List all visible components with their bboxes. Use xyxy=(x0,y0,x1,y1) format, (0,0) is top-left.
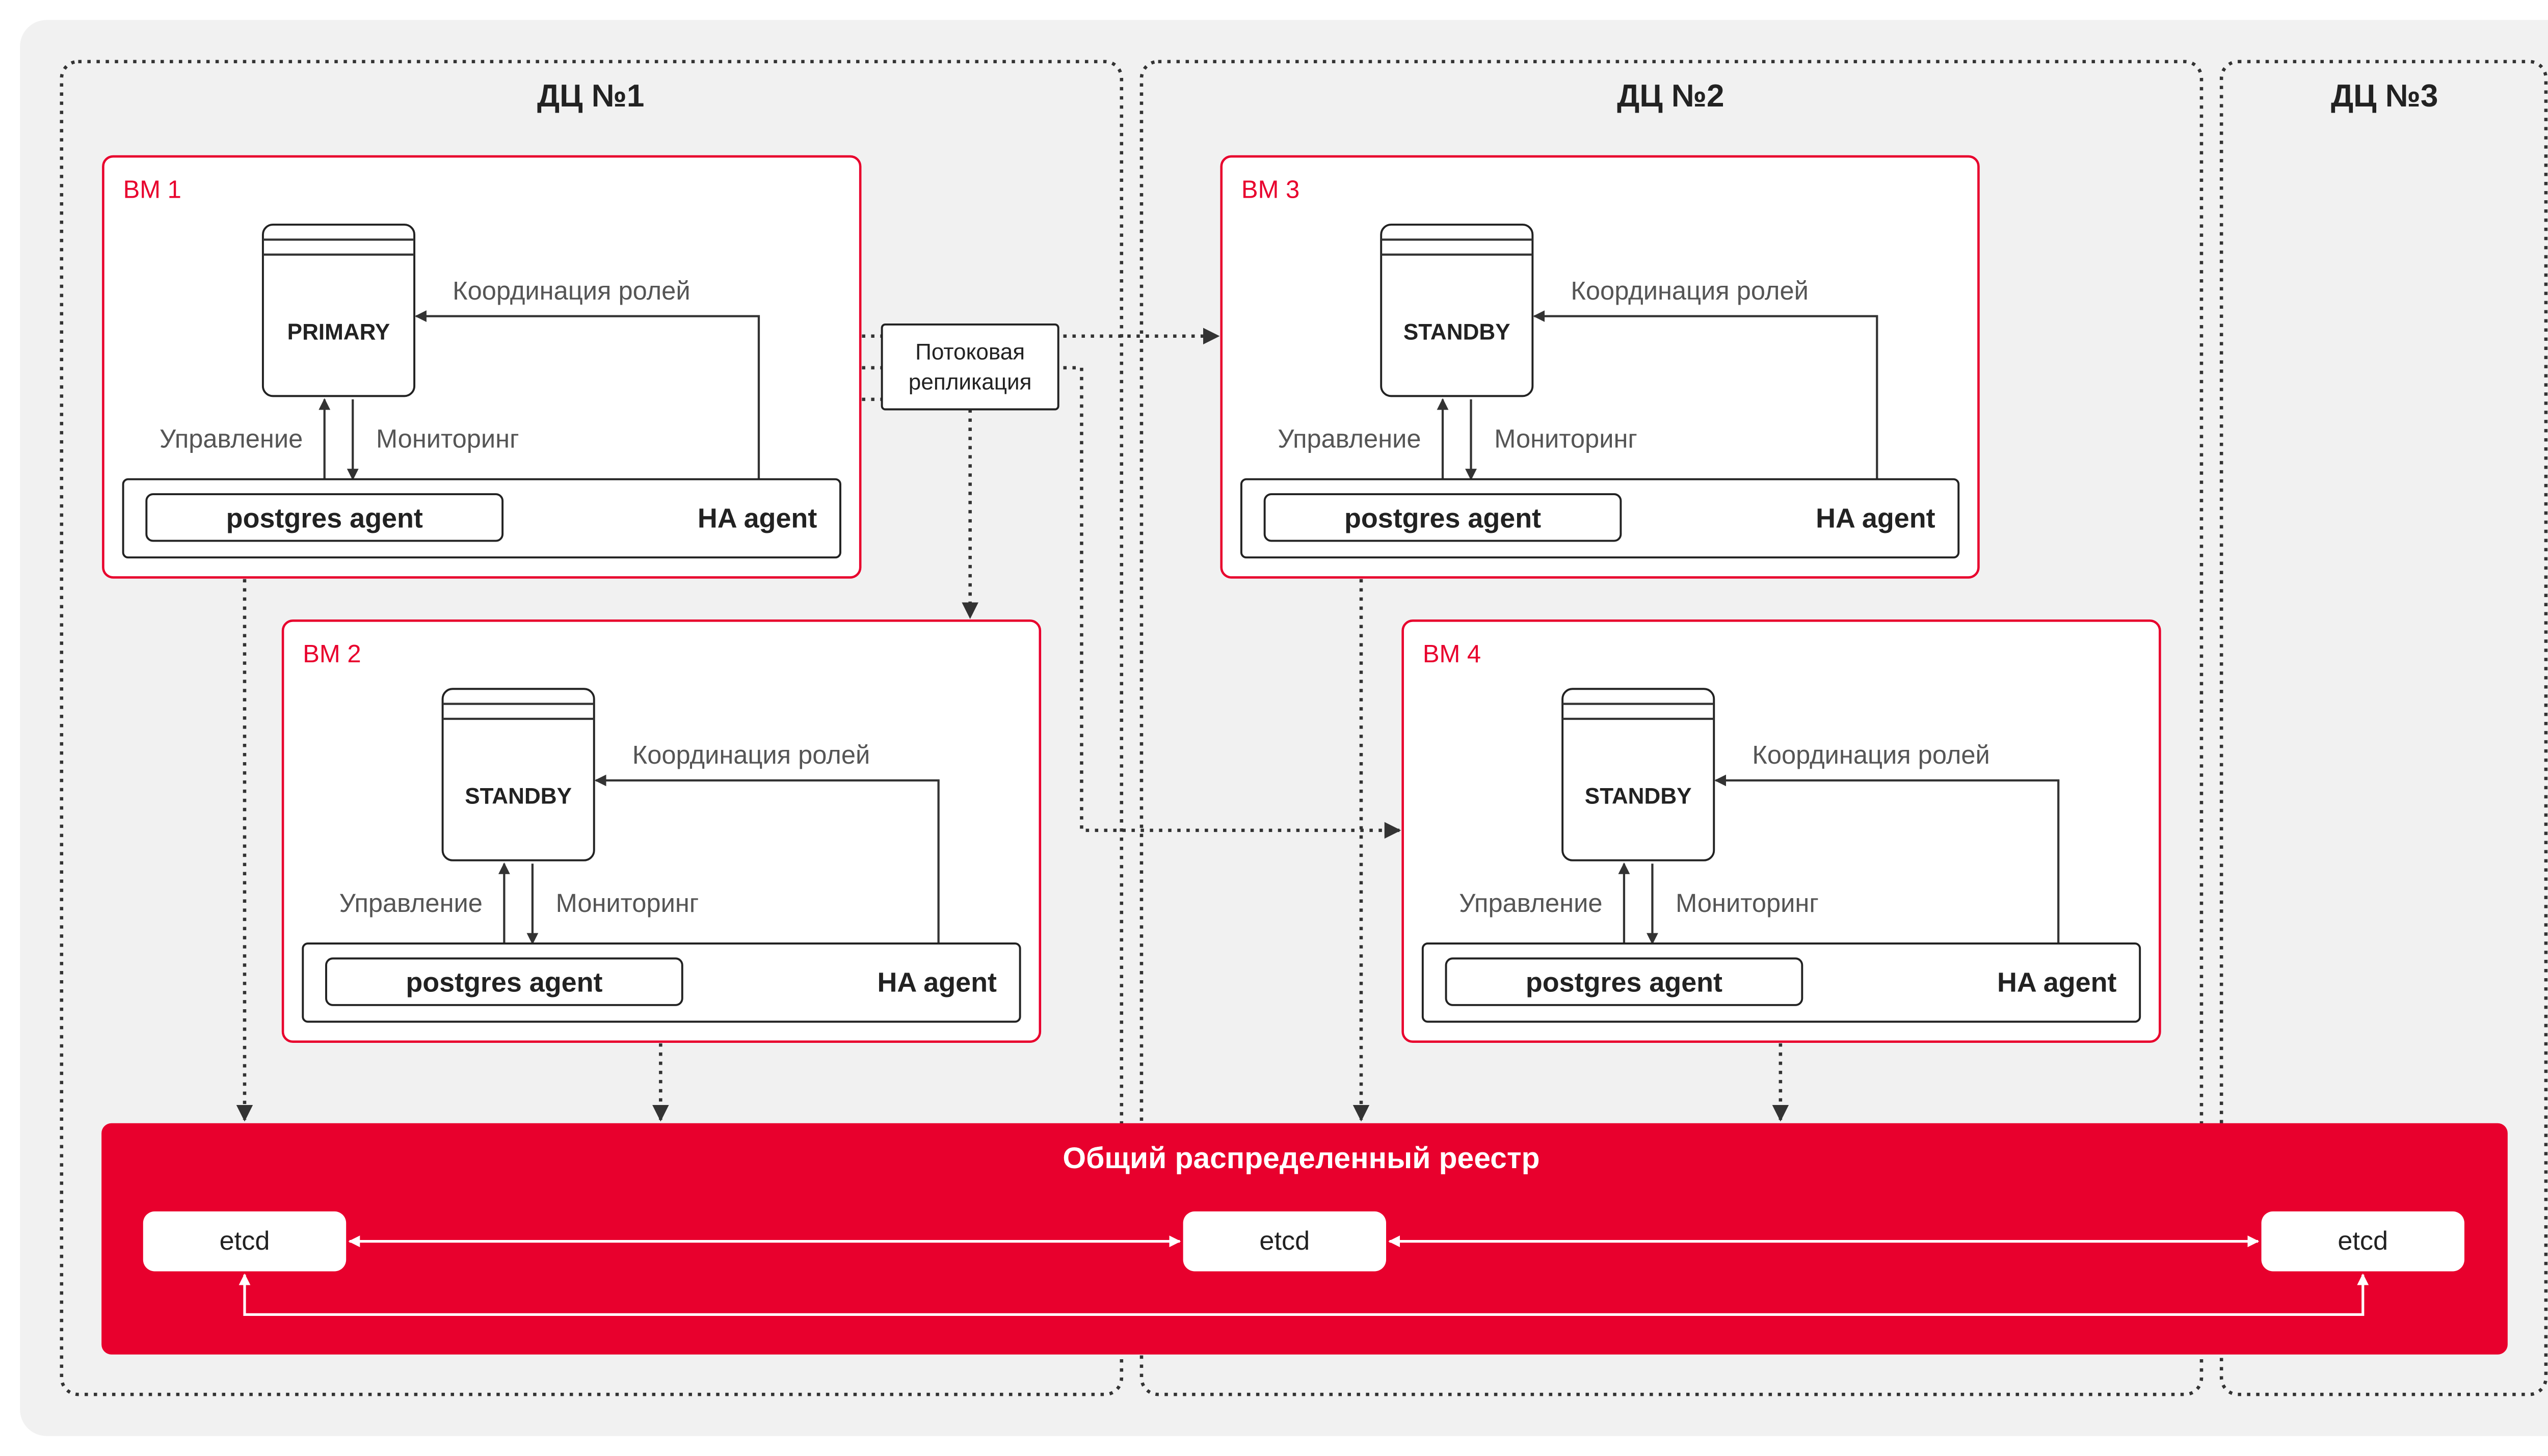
coordination-arrow xyxy=(1533,310,1878,479)
database-icon xyxy=(441,688,595,861)
database-icon xyxy=(261,223,416,397)
ha-agent-label: HA agent xyxy=(877,967,996,998)
coordination-arrow xyxy=(415,310,760,479)
dc-title-3: ДЦ №3 xyxy=(2331,78,2438,114)
db-role-label: STANDBY xyxy=(1403,319,1510,344)
postgres-agent-label: postgres agent xyxy=(226,503,423,533)
postgres-agent-box xyxy=(145,493,504,542)
etcd-node-2-label: etcd xyxy=(1259,1226,1310,1256)
etcd-node-3 xyxy=(2261,1211,2464,1272)
etcd-node-3-label: etcd xyxy=(2338,1226,2388,1256)
postgres-agent-label: postgres agent xyxy=(1526,967,1722,998)
vm-label: ВМ 3 xyxy=(1241,176,1299,204)
dc-frame-3 xyxy=(2219,60,2548,1396)
replication-label-line2: репликация xyxy=(909,369,1032,394)
coordination-arrow xyxy=(594,774,940,943)
postgres-agent-label: postgres agent xyxy=(406,967,602,998)
replication-label-line1: Потоковая xyxy=(915,340,1025,365)
coordination-label: Координация ролей xyxy=(453,276,690,305)
vm-label: ВМ 1 xyxy=(123,176,181,204)
ha-agent-label: HA agent xyxy=(1997,967,2116,998)
coordination-label: Координация ролей xyxy=(632,740,870,769)
monitoring-label: Мониторинг xyxy=(1494,424,1637,453)
etcd-node-2 xyxy=(1183,1211,1386,1272)
vm-2: ВМ 2 STANDBY Координация ролей Управлени… xyxy=(281,619,1042,1043)
management-label: Управление xyxy=(160,424,303,453)
management-label: Управление xyxy=(1459,888,1602,918)
monitoring-label: Мониторинг xyxy=(556,888,699,918)
vm-label: ВМ 4 xyxy=(1423,640,1481,668)
dc-title-2: ДЦ №2 xyxy=(1617,78,1724,114)
postgres-agent-box xyxy=(325,957,683,1006)
dc-frame-2 xyxy=(1139,60,2204,1396)
coordination-label: Координация ролей xyxy=(1571,276,1808,305)
monitoring-label: Мониторинг xyxy=(1676,888,1819,918)
postgres-agent-box xyxy=(1445,957,1803,1006)
vm-4: ВМ 4 STANDBY Координация ролей Управлени… xyxy=(1401,619,2161,1043)
coordination-label: Координация ролей xyxy=(1752,740,1989,769)
dc-frame-1 xyxy=(60,60,1124,1396)
coordination-arrow xyxy=(1714,774,2060,943)
etcd-link-1-3 xyxy=(238,1273,2369,1316)
registry-title: Общий распределенный реестр xyxy=(1063,1142,1540,1175)
postgres-agent-label: postgres agent xyxy=(1344,503,1541,533)
db-role-label: STANDBY xyxy=(465,784,572,809)
management-label: Управление xyxy=(1278,424,1421,453)
ha-agent-label: HA agent xyxy=(1816,503,1935,533)
ha-agent-label: HA agent xyxy=(698,503,817,533)
postgres-agent-box xyxy=(1263,493,1622,542)
etcd-node-1-label: etcd xyxy=(220,1226,270,1256)
db-role-label: STANDBY xyxy=(1585,784,1692,809)
monitoring-label: Мониторинг xyxy=(376,424,519,453)
replication-label-box xyxy=(881,323,1059,411)
database-icon xyxy=(1561,688,1715,861)
dc-title-1: ДЦ №1 xyxy=(537,78,644,114)
db-role-label: PRIMARY xyxy=(287,319,390,344)
database-icon xyxy=(1380,223,1534,397)
vm-1: ВМ 1 PRIMARY Координация ролей Управлени… xyxy=(102,155,862,579)
management-label: Управление xyxy=(339,888,483,918)
etcd-node-1 xyxy=(143,1211,347,1272)
vm-3: ВМ 3 STANDBY Координация ролей Управлени… xyxy=(1220,155,1980,579)
vm-label: ВМ 2 xyxy=(303,640,361,668)
